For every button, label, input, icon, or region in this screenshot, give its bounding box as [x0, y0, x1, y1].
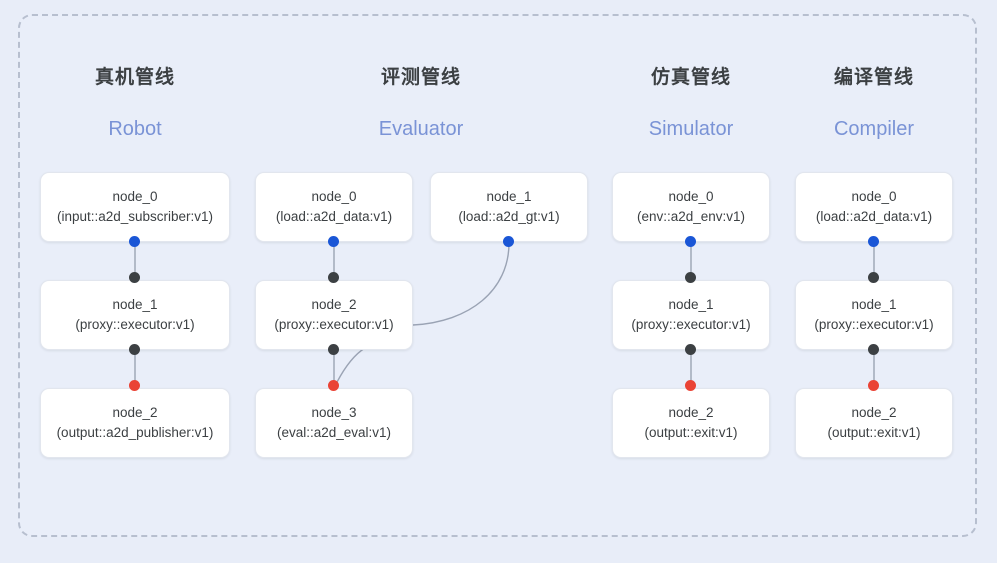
node-id: node_1 [668, 297, 714, 312]
node-compiler-node_2[interactable]: node_2 (output::exit:v1) [795, 388, 953, 458]
port-in-evaluator-node_0[interactable] [328, 236, 339, 247]
node-type: (output::exit:v1) [827, 425, 921, 440]
node-type: (proxy::executor:v1) [75, 317, 195, 332]
port-in-simulator-node_0[interactable] [685, 236, 696, 247]
node-type: (env::a2d_env:v1) [636, 209, 746, 224]
node-evaluator-node_1[interactable]: node_1 (load::a2d_gt:v1) [430, 172, 588, 242]
port-out-simulator-node_1[interactable] [685, 344, 696, 355]
port-in-simulator-node_2[interactable] [685, 380, 696, 391]
node-evaluator-node_0[interactable]: node_0 (load::a2d_data:v1) [255, 172, 413, 242]
port-in-robot-node_0[interactable] [129, 236, 140, 247]
node-id: node_1 [486, 189, 532, 204]
node-compiler-node_0[interactable]: node_0 (load::a2d_data:v1) [795, 172, 953, 242]
column-title-robot: 真机管线 [94, 67, 175, 88]
column-subtitle-compiler: Compiler [833, 118, 915, 140]
node-type: (load::a2d_data:v1) [815, 209, 933, 224]
node-type: (load::a2d_data:v1) [275, 209, 393, 224]
column-header-evaluator: 评测管线 Evaluator [255, 62, 587, 141]
node-id: node_1 [851, 297, 897, 312]
node-compiler-node_1[interactable]: node_1 (proxy::executor:v1) [795, 280, 953, 350]
node-simulator-node_0[interactable]: node_0 (env::a2d_env:v1) [612, 172, 770, 242]
node-type: (output::exit:v1) [644, 425, 738, 440]
column-header-compiler: 编译管线 Compiler [795, 62, 953, 141]
node-type: (output::a2d_publisher:v1) [56, 425, 214, 440]
column-title-evaluator: 评测管线 [380, 67, 461, 88]
port-in-compiler-node_2[interactable] [868, 380, 879, 391]
node-id: node_2 [112, 405, 158, 420]
port-out-robot-node_1[interactable] [129, 344, 140, 355]
port-in-simulator-node_1[interactable] [685, 272, 696, 283]
node-type: (proxy::executor:v1) [814, 317, 934, 332]
column-subtitle-evaluator: Evaluator [378, 118, 464, 140]
node-simulator-node_1[interactable]: node_1 (proxy::executor:v1) [612, 280, 770, 350]
node-type: (load::a2d_gt:v1) [458, 209, 560, 224]
column-title-compiler: 编译管线 [833, 67, 914, 88]
node-id: node_2 [668, 405, 714, 420]
port-in-robot-node_2[interactable] [129, 380, 140, 391]
node-simulator-node_2[interactable]: node_2 (output::exit:v1) [612, 388, 770, 458]
node-evaluator-node_3[interactable]: node_3 (eval::a2d_eval:v1) [255, 388, 413, 458]
node-id: node_2 [851, 405, 897, 420]
node-type: (eval::a2d_eval:v1) [276, 425, 392, 440]
node-id: node_0 [311, 189, 357, 204]
node-type: (input::a2d_subscriber:v1) [56, 209, 214, 224]
node-id: node_2 [311, 297, 357, 312]
column-subtitle-robot: Robot [108, 118, 162, 140]
port-in-evaluator-node_3[interactable] [328, 380, 339, 391]
node-robot-node_1[interactable]: node_1 (proxy::executor:v1) [40, 280, 230, 350]
node-type: (proxy::executor:v1) [274, 317, 394, 332]
node-evaluator-node_2[interactable]: node_2 (proxy::executor:v1) [255, 280, 413, 350]
node-robot-node_2[interactable]: node_2 (output::a2d_publisher:v1) [40, 388, 230, 458]
node-id: node_1 [112, 297, 158, 312]
node-id: node_0 [668, 189, 714, 204]
port-in-evaluator-node_2[interactable] [328, 272, 339, 283]
node-id: node_0 [112, 189, 158, 204]
port-out-evaluator-node_2[interactable] [328, 344, 339, 355]
node-robot-node_0[interactable]: node_0 (input::a2d_subscriber:v1) [40, 172, 230, 242]
column-title-simulator: 仿真管线 [650, 67, 731, 88]
column-subtitle-simulator: Simulator [648, 118, 734, 140]
node-type: (proxy::executor:v1) [631, 317, 751, 332]
port-in-compiler-node_1[interactable] [868, 272, 879, 283]
port-out-compiler-node_1[interactable] [868, 344, 879, 355]
port-in-robot-node_1[interactable] [129, 272, 140, 283]
port-in-compiler-node_0[interactable] [868, 236, 879, 247]
port-in-evaluator-node_1[interactable] [503, 236, 514, 247]
node-id: node_3 [311, 405, 357, 420]
column-header-simulator: 仿真管线 Simulator [612, 62, 770, 141]
node-id: node_0 [851, 189, 897, 204]
column-header-robot: 真机管线 Robot [40, 62, 230, 141]
